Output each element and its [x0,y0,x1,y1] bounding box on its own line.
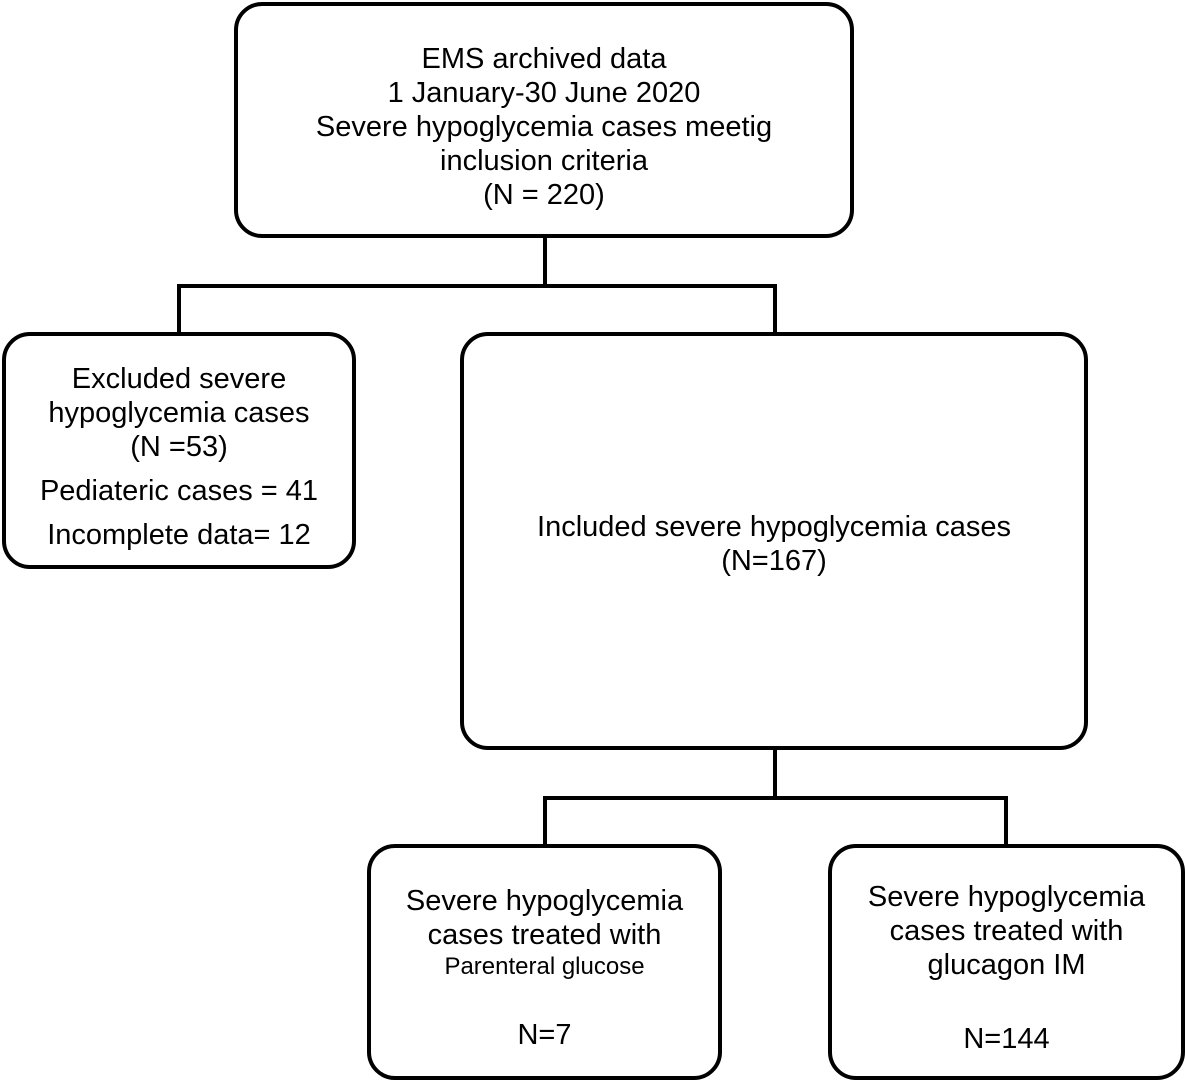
top-box-total-count: (N = 220) [483,179,605,211]
excluded-box-line-2: hypoglycemia cases [48,397,310,429]
top-box-line-2: 1 January-30 June 2020 [387,77,701,109]
ems-archived-data-box: EMS archived data 1 January-30 June 2020… [234,2,854,238]
excluded-pediatric-count: Pediateric cases = 41 [39,475,319,507]
included-cases-box: Included severe hypoglycemia cases (N=16… [460,332,1088,750]
parenteral-box-count: N=7 [517,1019,572,1051]
glucagon-im-box: Severe hypoglycemia cases treated with g… [828,844,1185,1080]
excluded-box-count: (N =53) [130,431,228,463]
parenteral-box-line-2: cases treated with [427,919,662,951]
glucagon-box-count: N=144 [963,1023,1050,1055]
top-box-line-1: EMS archived data [421,43,667,75]
parenteral-glucose-box: Severe hypoglycemia cases treated with P… [367,844,722,1080]
parenteral-box-line-1: Severe hypoglycemia [405,885,684,917]
included-box-label: Included severe hypoglycemia cases [537,511,1011,543]
excluded-cases-box: Excluded severe hypoglycemia cases (N =5… [2,332,356,569]
glucagon-box-line-1: Severe hypoglycemia [867,881,1146,913]
top-box-line-3: Severe hypoglycemia cases meetig [315,111,773,143]
excluded-box-line-1: Excluded severe [71,363,287,395]
glucagon-box-line-2: cases treated with [889,915,1124,947]
parenteral-box-line-3: Parenteral glucose [444,953,645,980]
excluded-incomplete-count: Incomplete data= 12 [47,519,311,551]
glucagon-box-line-3: glucagon IM [927,949,1086,981]
included-box-count: (N=167) [721,545,827,577]
top-box-line-4: inclusion criteria [440,145,648,177]
